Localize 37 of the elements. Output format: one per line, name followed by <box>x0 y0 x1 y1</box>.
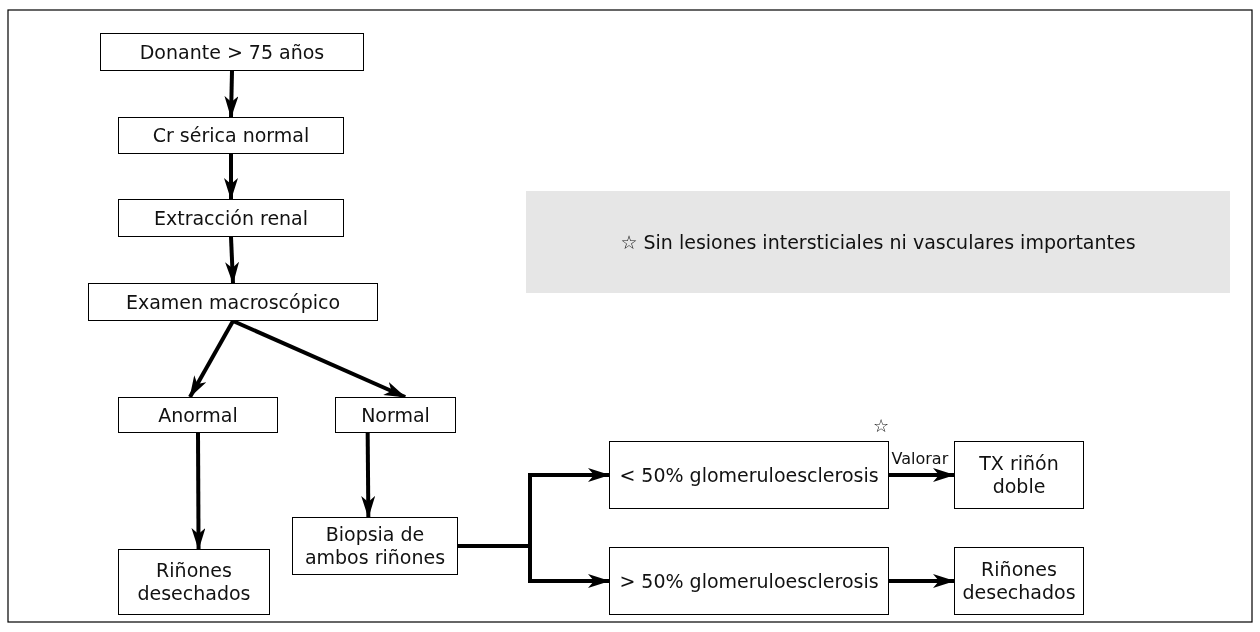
arrow <box>225 236 240 284</box>
arrow <box>224 154 238 200</box>
box-label: Examen macroscópico <box>124 290 342 314</box>
box-label: Riñones desechados <box>961 558 1077 604</box>
box-label: < 50% glomeruloesclerosis <box>618 463 880 487</box>
box-label: Biopsia de ambos riñones <box>303 523 447 569</box>
box-label: Normal <box>360 403 431 427</box>
footnote-mark: ☆ <box>873 415 890 436</box>
arrow <box>188 320 235 398</box>
arrow <box>224 70 239 118</box>
process-box <box>118 199 344 237</box>
arrow <box>889 574 955 588</box>
process-box <box>954 547 1084 615</box>
box-label: Riñones desechados <box>136 559 252 605</box>
process-box <box>292 517 458 575</box>
process-box <box>609 547 889 615</box>
process-box <box>88 283 378 321</box>
process-box <box>118 117 344 154</box>
process-box <box>335 397 456 433</box>
box-label: Donante > 75 años <box>138 40 326 64</box>
arrow <box>232 319 407 399</box>
arrow <box>458 544 610 588</box>
process-box <box>118 549 270 615</box>
process-box <box>118 397 278 433</box>
note-panel <box>526 191 1230 293</box>
box-label: Anormal <box>157 403 239 427</box>
process-box <box>954 441 1084 509</box>
box-label: > 50% glomeruloesclerosis <box>618 569 880 593</box>
box-label: TX riñón doble <box>978 452 1060 498</box>
process-box <box>100 33 364 71</box>
box-label: Cr sérica normal <box>151 124 311 147</box>
box-label: Extracción renal <box>152 206 310 230</box>
note-text: ☆ Sin lesiones intersticiales ni vasculares importantes <box>619 230 1137 254</box>
arrow <box>361 433 376 518</box>
arrow <box>191 433 206 550</box>
arrow <box>889 468 955 482</box>
process-box <box>609 441 889 509</box>
